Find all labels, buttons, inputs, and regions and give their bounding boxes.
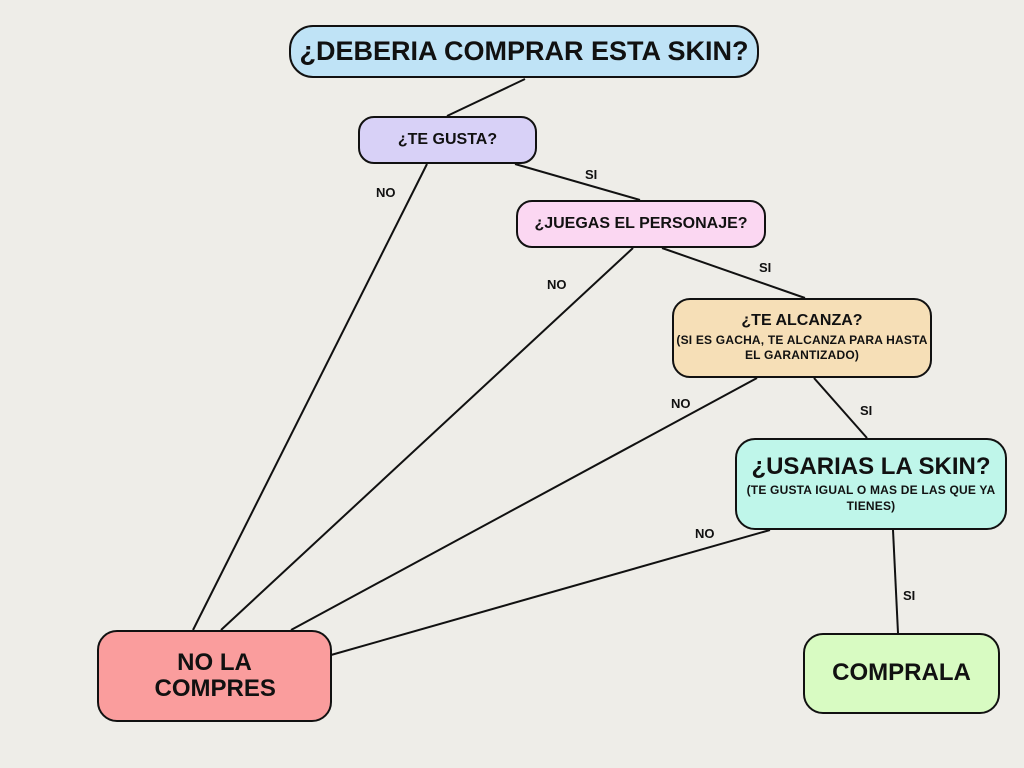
node-te-alcanza-text: ¿TE ALCANZA? xyxy=(741,312,863,330)
edge-label-juegas-no: NO xyxy=(547,277,567,292)
node-deberia-comprar-text: ¿DEBERIA COMPRAR ESTA SKIN? xyxy=(299,35,749,66)
edge-juegas-si xyxy=(661,247,806,299)
edge-label-alcanza-no: NO xyxy=(671,396,691,411)
edge-usarias-no xyxy=(330,529,771,656)
edge-title-gusta xyxy=(446,78,526,117)
edge-alcanza-no xyxy=(290,377,758,631)
node-no-la-compres-text: NO LA COMPRES xyxy=(154,648,276,702)
edge-gusta-no xyxy=(192,163,428,631)
node-te-gusta: ¿TE GUSTA? xyxy=(358,116,537,164)
node-usarias-la-skin: ¿USARIAS LA SKIN? (TE GUSTA IGUAL O MAS … xyxy=(735,438,1007,530)
node-te-alcanza-subtext: (SI ES GACHA, TE ALCANZA PARA HASTA EL G… xyxy=(676,332,928,363)
node-te-gusta-text: ¿TE GUSTA? xyxy=(397,131,498,149)
edge-label-gusta-no: NO xyxy=(376,185,396,200)
edge-label-usarias-si: SI xyxy=(903,588,916,603)
edge-label-gusta-si: SI xyxy=(585,167,598,182)
edge-label-juegas-si: SI xyxy=(759,260,772,275)
node-no-la-compres: NO LA COMPRES xyxy=(97,630,332,722)
edge-alcanza-si xyxy=(813,377,868,439)
node-juegas-el-personaje: ¿JUEGAS EL PERSONAJE? xyxy=(516,200,766,248)
node-juegas-text: ¿JUEGAS EL PERSONAJE? xyxy=(534,215,748,233)
edge-juegas-no xyxy=(220,247,634,631)
node-comprala: COMPRALA xyxy=(803,633,1000,714)
node-usarias-text: ¿USARIAS LA SKIN? xyxy=(751,452,991,480)
node-comprala-text: COMPRALA xyxy=(832,659,971,687)
edge-usarias-si xyxy=(892,529,899,634)
edge-label-usarias-no: NO xyxy=(695,526,715,541)
node-te-alcanza: ¿TE ALCANZA? (SI ES GACHA, TE ALCANZA PA… xyxy=(672,298,932,378)
node-usarias-subtext: (TE GUSTA IGUAL O MAS DE LAS QUE YA TIEN… xyxy=(746,483,996,513)
edge-label-alcanza-si: SI xyxy=(860,403,873,418)
edge-gusta-si xyxy=(514,163,641,201)
node-deberia-comprar: ¿DEBERIA COMPRAR ESTA SKIN? xyxy=(289,25,759,78)
